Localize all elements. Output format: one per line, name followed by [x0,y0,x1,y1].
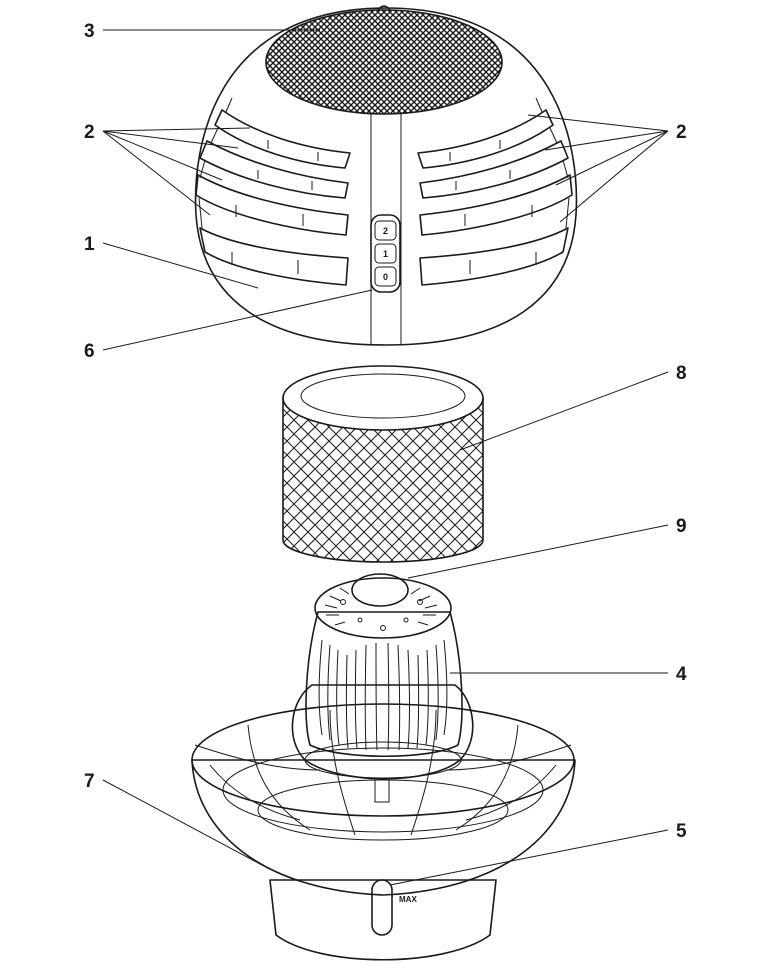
filter-cartridge [282,365,484,563]
right-vents [417,97,573,286]
water-level-window [371,879,393,936]
callout-5: 5 [676,821,687,842]
callout-9: 9 [676,516,687,537]
callout-2-left: 2 [84,122,95,143]
switch-label-0: 0 [383,272,388,282]
top-dome: 2 1 0 [194,5,578,346]
top-grille [265,9,503,115]
callout-8: 8 [676,363,687,384]
speed-switch[interactable]: 2 1 0 [370,214,401,293]
callout-numbers: 3 2 2 1 6 8 9 4 7 5 [84,21,687,842]
switch-position-1[interactable] [374,243,397,264]
callout-3: 3 [84,21,95,42]
switch-label-2: 2 [383,226,388,236]
left-vents [195,97,351,286]
leader-lines [102,29,669,886]
callout-6: 6 [84,341,95,362]
switch-position-2[interactable] [374,220,397,241]
callout-1: 1 [84,234,95,255]
max-mark: MAX [399,895,417,904]
base-bowl: MAX [191,703,576,961]
switch-label-1: 1 [383,249,388,259]
switch-position-0[interactable] [374,266,397,287]
callout-4: 4 [676,664,687,685]
callout-2-right: 2 [676,122,687,143]
diffuser-cap [351,573,409,607]
diffuser-core [291,573,474,803]
callout-7: 7 [84,771,95,792]
